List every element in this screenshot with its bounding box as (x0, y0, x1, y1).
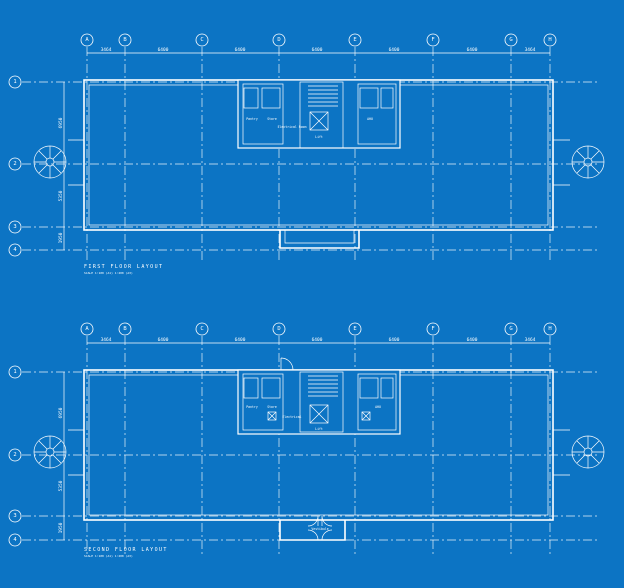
grid-lines (22, 336, 600, 556)
column-label: C (200, 326, 203, 332)
row-label: 2 (13, 161, 16, 167)
column-dimension: 3464 (525, 47, 536, 53)
column-label: A (85, 326, 89, 332)
column-bubbles: A B C D E F G H (80, 33, 557, 47)
spiral-stair-right (571, 145, 605, 179)
column-label: D (277, 326, 280, 332)
row-dimension: 1950 (58, 522, 64, 533)
room-label: Pantry (246, 117, 258, 121)
row-label: 3 (13, 513, 16, 519)
column-label: A (85, 37, 89, 43)
core-block: Pantry Store Electrical Room Lift AHU (237, 79, 401, 149)
spiral-stair-left (33, 435, 67, 469)
room-label: Electrical Room (278, 125, 307, 129)
room-label: Lift (315, 427, 323, 431)
column-label: H (548, 37, 551, 43)
column-dimension: 6400 (312, 47, 323, 53)
dimension-lines: 3464 6400 6400 6400 6400 6400 3464 6950 … (58, 47, 550, 250)
column-dimension: 3464 (101, 337, 112, 343)
room-label: Electrical (282, 415, 301, 419)
entrance-doors: Vestibule (307, 515, 333, 541)
room-label: AHU (375, 405, 381, 409)
room-label: Store (267, 117, 277, 121)
column-dimension: 6400 (235, 47, 246, 53)
row-bubbles: 1 2 3 4 (8, 365, 22, 547)
column-bubbles: A B C D E F G H (80, 322, 557, 336)
row-dimension: 1950 (58, 232, 64, 243)
row-dimension: 5350 (58, 190, 64, 201)
column-label: H (548, 326, 551, 332)
core-block: Pantry Store Electrical Lift AHU (237, 357, 401, 435)
row-label: 1 (13, 79, 16, 85)
row-label: 4 (13, 537, 17, 543)
column-label: E (353, 37, 356, 43)
column-dimension: 6400 (158, 337, 169, 343)
plan-scale: SCALE 1:100 (A1) 1:200 (A3) (84, 271, 133, 275)
column-dimension: 6400 (467, 47, 478, 53)
column-label: B (123, 37, 127, 43)
row-label: 4 (13, 247, 17, 253)
row-bubbles: 1 2 3 4 (8, 75, 22, 257)
row-dimension: 6950 (58, 407, 64, 418)
row-label: 2 (13, 452, 16, 458)
spiral-stair-right (571, 435, 605, 469)
column-dimension: 6400 (312, 337, 323, 343)
column-dimension: 6400 (235, 337, 246, 343)
column-label: G (509, 37, 512, 43)
plan-title: FIRST FLOOR LAYOUT (84, 264, 163, 270)
column-dimension: 3464 (525, 337, 536, 343)
row-label: 1 (13, 369, 16, 375)
room-label: AHU (367, 117, 373, 121)
column-label: C (200, 37, 203, 43)
column-label: F (431, 326, 434, 332)
column-label: E (353, 326, 356, 332)
column-dimension: 3464 (101, 47, 112, 53)
column-dimension: 6400 (158, 47, 169, 53)
column-label: F (431, 37, 434, 43)
row-dimension: 6950 (58, 117, 64, 128)
row-dimension: 5350 (58, 480, 64, 491)
column-label: D (277, 37, 280, 43)
column-dimension: 6400 (389, 47, 400, 53)
plan-scale: SCALE 1:100 (A1) 1:200 (A3) (84, 554, 133, 558)
column-dimension: 6400 (467, 337, 478, 343)
room-label: Store (267, 405, 277, 409)
room-label: Pantry (246, 405, 258, 409)
spiral-stair-left (33, 145, 67, 179)
column-dimension: 6400 (389, 337, 400, 343)
dimension-lines: 3464 6400 6400 6400 6400 6400 3464 6950 … (58, 337, 550, 540)
plan-title: SECOND FLOOR LAYOUT (84, 547, 168, 553)
room-label: Lift (315, 135, 323, 139)
first-floor-plan: A B C D E F G H 1 2 3 4 (8, 33, 605, 275)
second-floor-plan: A B C D E F G H 1 2 3 4 (8, 322, 605, 558)
column-label: B (123, 326, 127, 332)
room-label: Vestibule (311, 527, 328, 531)
column-label: G (509, 326, 512, 332)
row-label: 3 (13, 224, 16, 230)
